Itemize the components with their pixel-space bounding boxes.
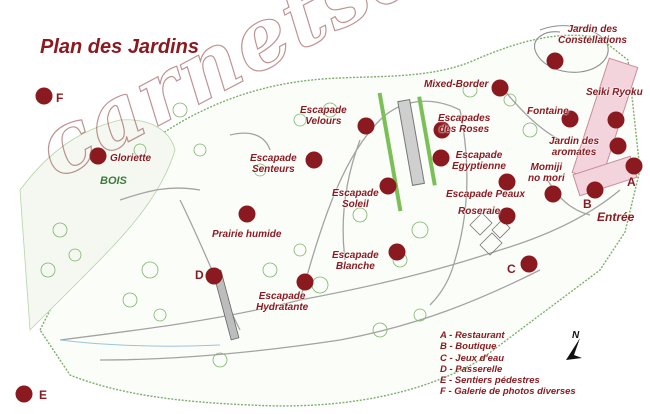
label-blanche: Escapade Blanche <box>332 250 379 272</box>
marker-D[interactable] <box>205 267 223 285</box>
marker-mixed[interactable] <box>491 79 509 97</box>
legend: A - Restaurant B - Boutique C - Jeux d'e… <box>440 330 576 398</box>
label-B: B <box>583 197 592 211</box>
marker-C[interactable] <box>520 255 538 273</box>
label-aromates: Jardin des aromates <box>549 136 600 158</box>
marker-A[interactable] <box>625 157 643 175</box>
label-peaux: Escapade Peaux <box>446 189 525 200</box>
marker-roses[interactable] <box>433 121 451 139</box>
marker-roseraie[interactable] <box>498 207 516 225</box>
marker-hydratante[interactable] <box>296 273 314 291</box>
marker-F[interactable] <box>35 87 53 105</box>
marker-peaux[interactable] <box>498 173 516 191</box>
label-gloriette: Gloriette <box>110 153 152 164</box>
label-senteurs: Escapade Senteurs <box>250 153 297 175</box>
label-A: A <box>627 175 636 189</box>
label-hydratante: Escapade Hydratante <box>256 291 309 313</box>
label-F: F <box>56 91 64 105</box>
green-strip <box>377 92 403 212</box>
tree-clusters <box>40 82 538 368</box>
legend-item: E - Sentiers pédestres <box>440 375 540 387</box>
marker-gloriette[interactable] <box>89 147 107 165</box>
label-roses: Escapades des Roses <box>438 113 491 135</box>
label-soleil: Escapade Soleil <box>332 188 379 210</box>
marker-momiji[interactable] <box>544 185 562 203</box>
label-velours: Escapade Velours <box>300 105 347 127</box>
label-seiki: Seiki Ryoku <box>586 87 643 98</box>
marker-layer <box>15 52 643 403</box>
marker-E[interactable] <box>15 385 33 403</box>
marker-blanche[interactable] <box>388 243 406 261</box>
map-title: Plan des Jardins <box>40 36 199 58</box>
legend-item: A - Restaurant <box>440 330 505 341</box>
marker-velours[interactable] <box>357 117 375 135</box>
label-mixed: Mixed-Border <box>424 79 489 90</box>
woods-area <box>19 119 176 331</box>
label-E: E <box>39 388 48 402</box>
north-arrow-icon <box>566 338 582 360</box>
entree-label: Entrée <box>597 210 635 224</box>
north-label: N <box>572 330 580 341</box>
label-momiji: Momiji no mori <box>528 162 565 184</box>
legend-item: C - Jeux d'eau <box>440 352 505 364</box>
label-egyptienne: Escapade Egyptienne <box>452 150 506 172</box>
label-C: C <box>507 262 516 276</box>
roseraie-pergola <box>469 212 511 256</box>
bois-label: BOIS <box>100 175 127 187</box>
water-line <box>59 339 221 347</box>
label-fontaine: Fontaine <box>527 106 569 117</box>
label-constellations: Jardin des Constellations <box>558 24 627 46</box>
legend-item: F - Galerie de photos diverses <box>440 386 576 398</box>
legend-item: D - Passerelle <box>440 363 503 375</box>
green-strip-2 <box>417 96 437 186</box>
legend-item: B - Boutique <box>440 341 497 353</box>
marker-egyptienne[interactable] <box>432 149 450 167</box>
marker-B[interactable] <box>586 181 604 199</box>
label-roseraie: Roseraie <box>458 206 501 217</box>
marker-senteurs[interactable] <box>305 151 323 169</box>
label-prairie: Prairie humide <box>212 229 282 240</box>
marker-constellations[interactable] <box>546 52 564 70</box>
marker-fontaine[interactable] <box>561 110 579 128</box>
label-D: D <box>195 268 204 282</box>
marker-prairie[interactable] <box>238 205 256 223</box>
marker-seiki[interactable] <box>607 111 625 129</box>
marker-aromates[interactable] <box>609 137 627 155</box>
constellations-path <box>534 25 609 73</box>
marker-soleil[interactable] <box>379 177 397 195</box>
greenhouse <box>397 99 425 186</box>
